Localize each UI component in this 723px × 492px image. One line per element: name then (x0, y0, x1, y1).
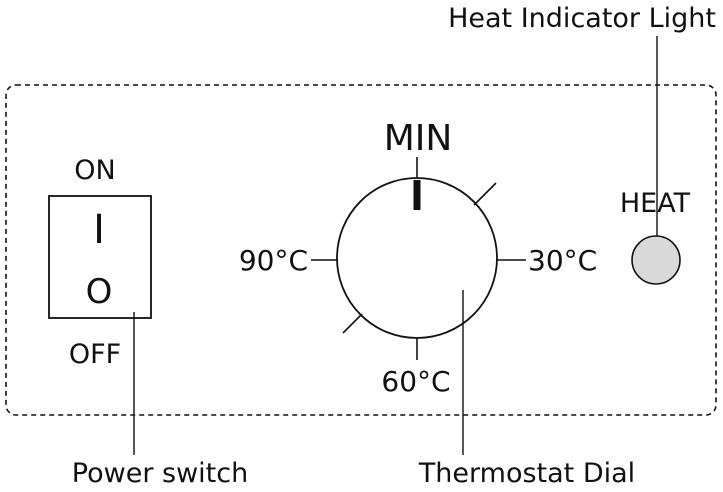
dial-label-30c: 30°C (528, 244, 597, 277)
tick-upper-right (473, 182, 497, 206)
callout-heat-indicator-light: Heat Indicator Light (448, 3, 716, 34)
off-label: OFF (69, 339, 121, 370)
tick-lower-left (342, 313, 363, 334)
dial-label-90c: 90°C (239, 244, 308, 277)
dial-label-min: MIN (384, 118, 453, 159)
on-symbol: I (93, 207, 105, 253)
heat-label: HEAT (620, 188, 691, 219)
off-symbol: O (86, 272, 113, 312)
on-label: ON (74, 155, 115, 186)
callout-thermostat-dial: Thermostat Dial (418, 458, 635, 489)
panel-outline (5, 84, 717, 416)
callout-power-switch: Power switch (72, 458, 248, 489)
power-switch-body[interactable] (48, 195, 152, 319)
dial-label-60c: 60°C (381, 365, 450, 398)
power-switch[interactable]: I O (48, 195, 152, 319)
heat-indicator-light (631, 235, 681, 285)
